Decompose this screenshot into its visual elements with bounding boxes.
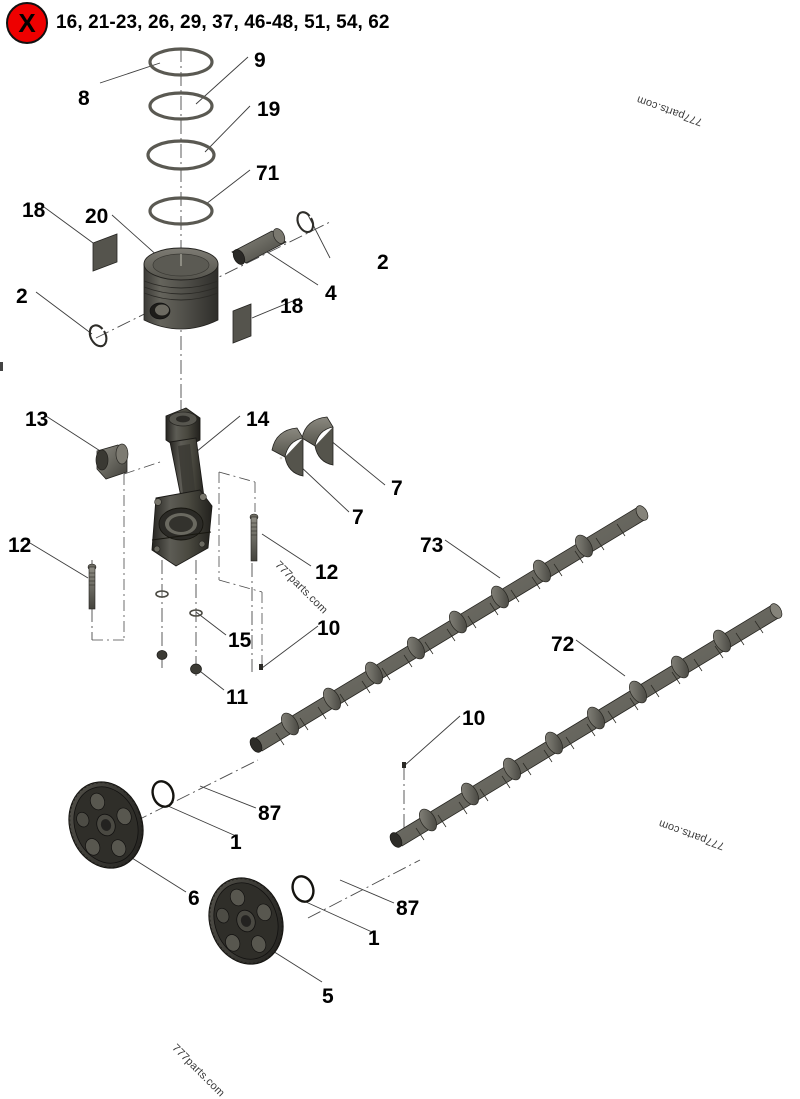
warning-x-icon: X xyxy=(6,2,48,44)
header-note: 16, 21-23, 26, 29, 37, 46-48, 51, 54, 62 xyxy=(56,12,390,33)
washer-b xyxy=(189,609,203,617)
callout-oil-control-ring: 71 xyxy=(256,162,280,185)
callout-retaining-ring-left: 2 xyxy=(16,285,28,308)
callout-rod-bolt-right: 12 xyxy=(315,561,339,584)
callout-piston-ring-top: 8 xyxy=(78,87,90,110)
piston-ring-top xyxy=(148,47,214,77)
rod-bolt-left xyxy=(87,563,97,610)
camshaft-gear-lower xyxy=(208,877,284,965)
o-ring-upper xyxy=(151,780,175,808)
rod-bearing-lower xyxy=(271,427,304,477)
callout-nut: 11 xyxy=(226,686,249,709)
piston-ring-third xyxy=(146,139,216,171)
shim-right xyxy=(232,303,252,344)
callout-piston: 20 xyxy=(85,205,109,228)
callout-dowel-pin-lower: 10 xyxy=(462,707,486,730)
retaining-ring-right xyxy=(296,211,315,234)
callout-piston-ring-second: 9 xyxy=(254,49,266,72)
callout-key-lower: 1 xyxy=(368,927,380,950)
piston-ring-second xyxy=(148,91,214,121)
callout-rod-bearing-upper: 7 xyxy=(391,477,403,500)
header-row: X 16, 21-23, 26, 29, 37, 46-48, 51, 54, … xyxy=(0,0,800,46)
callout-camshaft-gear-upper: 6 xyxy=(188,887,200,910)
dowel-pin-lower xyxy=(402,762,406,768)
callout-washer: 15 xyxy=(228,629,252,652)
dowel-pin-upper xyxy=(259,664,263,670)
callout-camshaft-lower: 72 xyxy=(551,633,575,656)
shim-left xyxy=(92,233,118,272)
callout-camshaft-upper: 73 xyxy=(420,534,444,557)
o-ring-lower xyxy=(291,875,315,903)
callout-shim-right: 18 xyxy=(280,295,304,318)
nut-a xyxy=(156,650,168,660)
camshaft-gear-upper xyxy=(68,781,144,869)
piston-pin xyxy=(231,228,287,265)
callout-key-upper: 1 xyxy=(230,831,242,854)
nut-b xyxy=(190,663,202,675)
callout-o-ring-lower: 87 xyxy=(396,897,420,920)
callout-o-ring-upper: 87 xyxy=(258,802,282,825)
piston-oil-ring xyxy=(148,196,214,226)
callout-camshaft-gear-lower: 5 xyxy=(322,985,334,1008)
callout-dowel-pin-upper: 10 xyxy=(317,617,341,640)
callout-shim-left: 18 xyxy=(22,199,46,222)
edge-tick xyxy=(0,362,3,371)
camshaft-upper xyxy=(249,505,649,753)
washer-a xyxy=(155,590,169,598)
rod-bearing-upper xyxy=(301,416,334,466)
piston-body xyxy=(143,247,219,330)
callout-piston-pin: 4 xyxy=(325,282,337,305)
retaining-ring-left xyxy=(88,324,108,348)
callout-retaining-ring-right: 2 xyxy=(377,251,389,274)
callout-rod-bushing: 13 xyxy=(25,408,49,431)
camshaft-lower xyxy=(389,603,783,848)
callout-rod-bearing-lower: 7 xyxy=(352,506,364,529)
connecting-rod xyxy=(151,407,213,567)
rod-bushing xyxy=(95,443,129,480)
exploded-parts-illustration xyxy=(0,47,783,983)
callout-piston-ring-third: 19 xyxy=(257,98,281,121)
callout-connecting-rod: 14 xyxy=(246,408,270,431)
rod-bolt-right xyxy=(249,513,259,562)
callout-rod-bolt-left: 12 xyxy=(8,534,32,557)
